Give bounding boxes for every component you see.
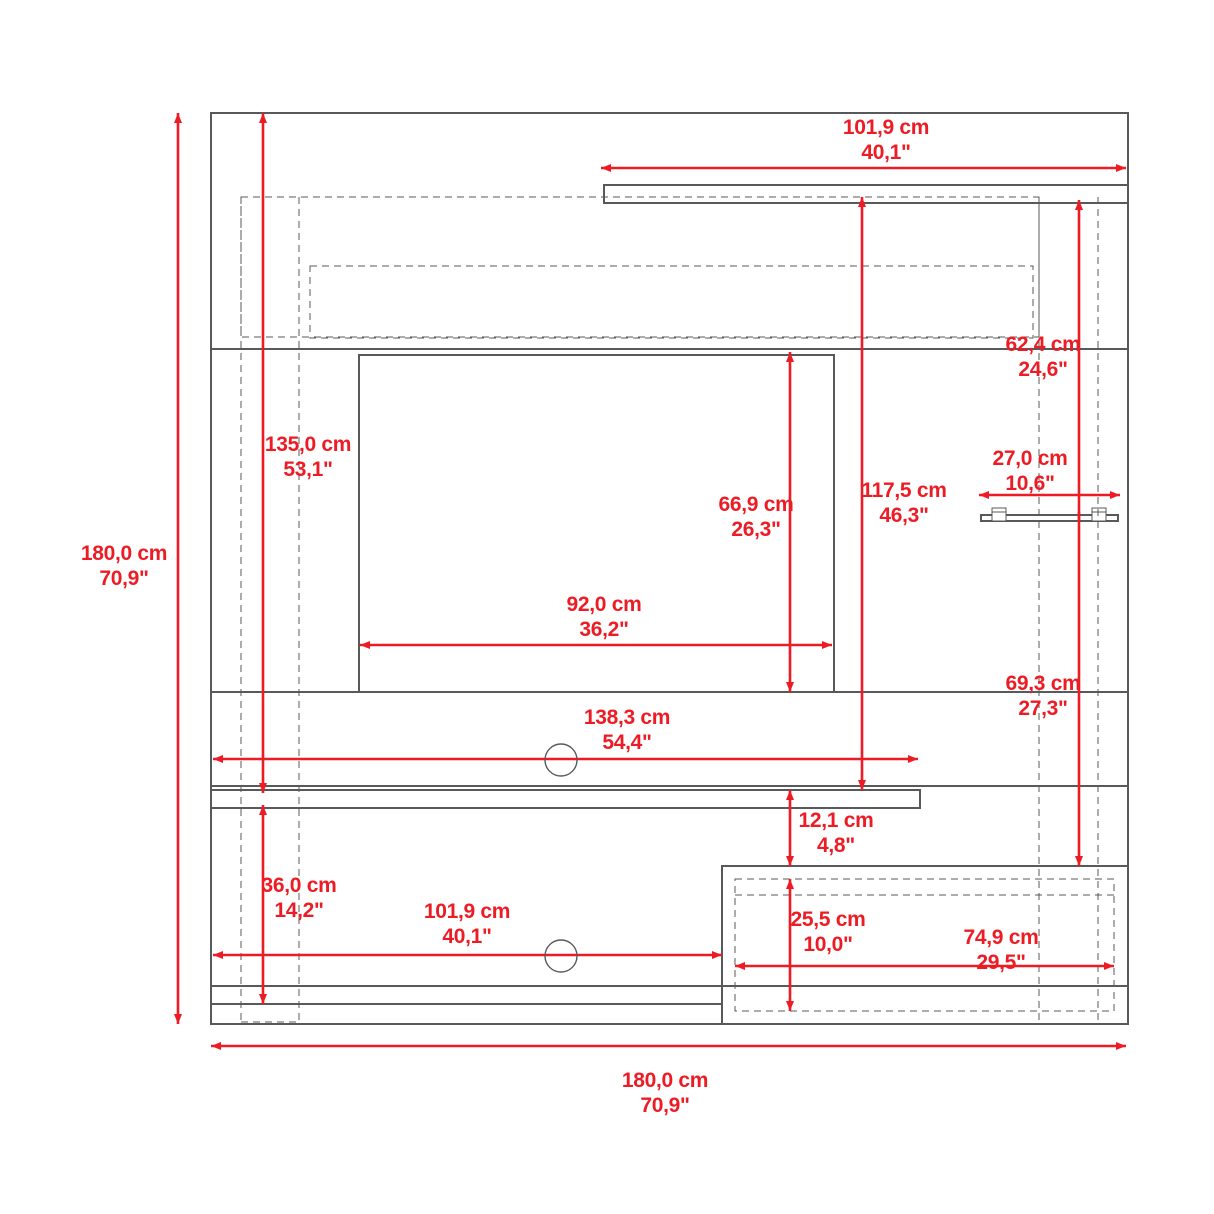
hidden-construction-lines [240, 196, 1115, 1024]
label-top-shelf-width: 101,9 cm 40,1" [842, 115, 930, 165]
label-value-in: 70,9" [99, 567, 149, 590]
label-value-cm: 74,9 cm [963, 926, 1039, 949]
label-value-in: 36,2" [579, 618, 629, 641]
label-value-in: 4,8" [817, 834, 855, 857]
hidden-upper-inner-panel [309, 265, 1034, 339]
label-tv-opening-height: 66,9 cm 26,3" [719, 492, 794, 542]
label-lower-left-height: 36,0 cm 14,2" [262, 873, 337, 923]
label-value-cm: 69,3 cm [1005, 672, 1081, 695]
label-top-left-height: 135,0 cm 53,1" [264, 432, 352, 482]
label-right-upper-height: 62,4 cm 24,6" [1006, 332, 1081, 382]
dimension-break-circles [544, 743, 578, 973]
label-value-cm: 12,1 cm [798, 809, 874, 832]
shelf-bracket-right-icon [1091, 507, 1107, 522]
label-value-cm: 180,0 cm [80, 542, 168, 565]
label-value-in: 27,3" [1018, 697, 1068, 720]
label-value-in: 10,0" [803, 933, 853, 956]
label-right-lower-height: 69,3 cm 27,3" [1006, 671, 1081, 721]
lower-drawer-unit [721, 865, 1129, 1025]
top-overhang-shelf [603, 184, 1129, 204]
label-value-cm: 135,0 cm [264, 433, 352, 456]
label-value-cm: 101,9 cm [842, 116, 930, 139]
label-value-cm: 66,9 cm [718, 493, 794, 516]
label-value-cm: 27,0 cm [992, 447, 1068, 470]
label-value-cm: 62,4 cm [1005, 333, 1081, 356]
label-value-cm: 117,5 cm [861, 479, 947, 502]
label-center-column-height: 117,5 cm 46,3" [861, 478, 946, 528]
label-mid-shelf-width: 138,3 cm 54,4" [583, 705, 671, 755]
label-value-in: 29,5" [976, 951, 1026, 974]
dimension-lines [174, 113, 1126, 1050]
label-value-cm: 138,3 cm [583, 706, 671, 729]
label-drawer-height: 25,5 cm 10,0" [791, 907, 866, 957]
label-value-in: 40,1" [861, 141, 911, 164]
cabinet-outer-body [210, 112, 1129, 1025]
furniture-outline [210, 112, 1129, 1025]
label-value-in: 54,4" [602, 731, 652, 754]
label-value-in: 10,6" [1005, 472, 1055, 495]
label-value-cm: 36,0 cm [261, 874, 337, 897]
label-value-cm: 180,0 cm [621, 1069, 709, 1092]
shelf-bracket-clips [991, 507, 1107, 522]
label-value-cm: 92,0 cm [566, 593, 642, 616]
hidden-upper-back-panel [240, 196, 1040, 338]
label-value-in: 70,9" [640, 1094, 690, 1117]
dimension-break-circle-mid [544, 743, 578, 777]
shelf-bracket-left-icon [991, 507, 1007, 522]
label-shelf-gap-height: 12,1 cm 4,8" [799, 808, 874, 858]
label-value-in: 24,6" [1018, 358, 1068, 381]
label-value-in: 26,3" [731, 518, 781, 541]
dimension-break-circle-lower [544, 939, 578, 973]
hidden-drawer-box [734, 878, 1115, 1012]
label-overall-width-bottom: 180,0 cm 70,9" [621, 1068, 709, 1118]
label-overall-height-left: 180,0 cm 70,9" [80, 541, 168, 591]
label-value-in: 46,3" [879, 504, 929, 527]
label-value-in: 14,2" [274, 899, 324, 922]
tv-opening-panel [358, 354, 835, 693]
label-lower-shelf-width: 101,9 cm 40,1" [423, 899, 511, 949]
label-drawer-width: 74,9 cm 29,5" [964, 925, 1039, 975]
label-small-shelf-width: 27,0 cm 10,6" [993, 446, 1068, 496]
label-value-cm: 25,5 cm [790, 908, 866, 931]
label-value-in: 53,1" [283, 458, 333, 481]
label-tv-opening-width: 92,0 cm 36,2" [567, 592, 642, 642]
label-value-cm: 101,9 cm [423, 900, 511, 923]
floating-shelf-board [980, 514, 1119, 522]
label-value-in: 40,1" [442, 925, 492, 948]
mid-shelf-board [210, 789, 921, 809]
